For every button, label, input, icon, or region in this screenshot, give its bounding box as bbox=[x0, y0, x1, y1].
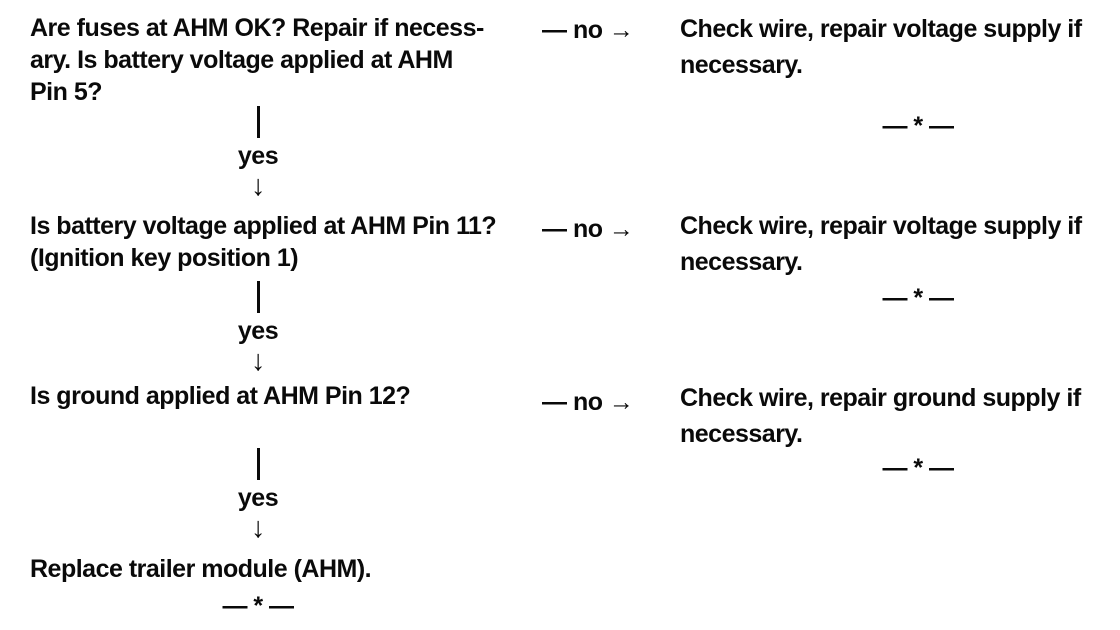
yes-label-3: yes bbox=[237, 484, 279, 512]
no-action-step-1: Check wire, repair voltage supply if nec… bbox=[680, 15, 1082, 79]
question-step-3: Is ground applied at AHM Pin 12? bbox=[30, 382, 411, 410]
yes-connector-1: yes ↓ bbox=[178, 106, 338, 201]
question-step-1: Are fuses at AHM OK? Repair if necess- a… bbox=[30, 14, 484, 106]
no-action-step-3: Check wire, repair ground supply if nece… bbox=[680, 384, 1081, 448]
down-arrow-icon: ↓ bbox=[251, 170, 266, 202]
question-step-2: Is battery voltage applied at AHM Pin 11… bbox=[30, 212, 497, 272]
flow-line bbox=[256, 448, 260, 480]
yes-label-2: yes bbox=[237, 317, 279, 345]
flow-line bbox=[256, 106, 260, 138]
yes-connector-2: yes ↓ bbox=[178, 281, 338, 376]
flow-line bbox=[256, 281, 260, 313]
yes-connector-3: yes ↓ bbox=[178, 448, 338, 543]
no-branch-label-3: — no → bbox=[542, 388, 634, 416]
down-arrow-icon: ↓ bbox=[251, 345, 266, 377]
no-branch-label-1: — no → bbox=[542, 16, 634, 44]
yes-label-1: yes bbox=[237, 142, 279, 170]
down-arrow-icon: ↓ bbox=[251, 512, 266, 544]
end-marker-final: — * — bbox=[222, 592, 294, 620]
final-step-text: Replace trailer module (AHM). bbox=[30, 555, 372, 583]
end-marker-3: — * — bbox=[882, 454, 954, 482]
no-branch-label-2: — no → bbox=[542, 215, 634, 243]
end-marker-1: — * — bbox=[882, 112, 954, 140]
no-action-step-2: Check wire, repair voltage supply if nec… bbox=[680, 212, 1082, 276]
end-marker-2: — * — bbox=[882, 284, 954, 312]
